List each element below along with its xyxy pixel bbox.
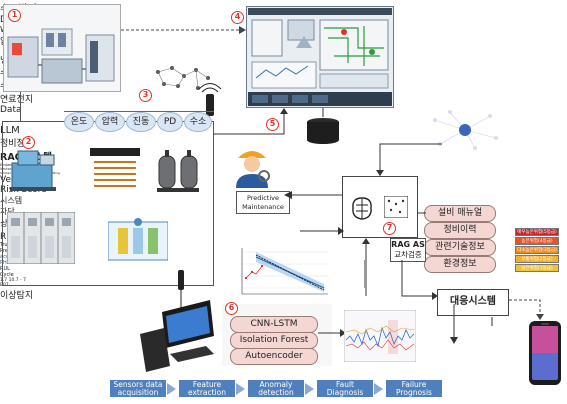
vector-db-history: 정비이력	[424, 222, 496, 239]
anomaly-label: 이상탐지	[0, 291, 34, 301]
vector-db-tech-info: 관련기술정보	[424, 239, 496, 256]
model-autoencoder: Autoencoder	[230, 348, 318, 365]
rag-to-pm-arrow	[284, 191, 344, 199]
pipeline-step-2: Feature extraction	[179, 380, 235, 397]
plant-to-frame-line	[20, 92, 21, 121]
engineer-icon	[236, 151, 270, 188]
pipeline-step-1-line1: Sensors data	[113, 379, 163, 389]
workstation-icon	[140, 270, 214, 372]
sensor-vibration: 진동	[126, 112, 156, 132]
pipeline-step-4-line2: Diagnosis	[326, 387, 364, 397]
sensor-hydrogen: 수소	[184, 112, 212, 132]
vector-store-icon	[384, 196, 408, 218]
sensor-pd: PD	[157, 112, 183, 132]
risk-level-5: 매우높은위험(5등급)	[515, 228, 559, 236]
vector-db-manual: 설비 매뉴얼	[424, 205, 496, 222]
equipment-fuel-cell: 연료전지	[0, 95, 34, 105]
rag-as-sub: 교차검증	[394, 250, 422, 259]
llm-label: LLM	[0, 125, 20, 136]
vector-store-label: Vector Store	[0, 167, 22, 171]
rul-to-rag-arrow	[300, 227, 344, 235]
model-cnn-lstm: CNN-LSTM	[230, 316, 318, 333]
rul-ylabel: RUL	[0, 266, 10, 272]
pipeline-arrow-2	[236, 383, 245, 395]
risk-level-2: 보통위험(2등급)	[515, 255, 559, 263]
cooler-icon	[90, 148, 140, 187]
rul-xlabel: Cycle	[0, 272, 14, 278]
rul-bound-label: 1.7 10.7 - 7	[0, 278, 26, 283]
risk-level-3: 다소높은위험(3등급)	[515, 246, 559, 254]
risk-score-stack: 매우높은위험(5등급) 높은위험(4등급) 다소높은위험(3등급) 보통위험(2…	[515, 228, 559, 273]
badge-2: 2	[22, 136, 35, 149]
pipeline-arrow-3	[305, 383, 314, 395]
pipeline-step-4: Fault Diagnosis	[317, 380, 373, 397]
badge-3: 3	[139, 89, 152, 102]
badge-7: 7	[383, 222, 396, 235]
pipeline-arrow-4	[374, 383, 383, 395]
predictive-line1: Predictive	[246, 194, 280, 202]
scada-diagram	[248, 8, 392, 106]
pipeline-step-5: Failure Prognosis	[386, 380, 442, 397]
db-label: DB	[0, 115, 15, 125]
sensor-pressure: 압력	[95, 112, 125, 132]
predictive-line2: Maintenance	[242, 203, 284, 211]
sensor-strip	[64, 111, 214, 112]
pipeline-step-4-line1: Fault	[336, 379, 354, 389]
rul-chart	[226, 244, 332, 302]
pipeline-step-3-line1: Anomaly	[259, 379, 293, 389]
model-isolation-forest: Isolation Forest	[230, 332, 318, 349]
rag-as-box: RAG AS 교차검증	[390, 238, 426, 262]
digital-twin-arrow	[121, 26, 246, 34]
rag-as-title: RAG AS	[391, 240, 425, 249]
pipeline-arrow-1	[167, 383, 176, 395]
rul-legend-true: True	[0, 242, 11, 248]
pipeline-step-1: Sensors data acquisition	[110, 380, 166, 397]
badge-4: 4	[231, 11, 244, 24]
response-connectors	[364, 260, 544, 330]
pipeline-step-2-line1: Feature	[192, 379, 222, 389]
db-cylinder	[307, 118, 339, 144]
pipeline-step-5-line2: Prognosis	[396, 387, 432, 397]
sensor-temperature: 온도	[64, 112, 94, 132]
vector-db-connector	[418, 212, 426, 214]
data-label: Data	[0, 105, 22, 115]
llm-network-icon	[433, 110, 498, 150]
fuel-cell-icon	[108, 218, 168, 261]
switchgear-icon	[7, 212, 75, 264]
rul-ph-label: PH	[0, 260, 7, 266]
system-block-line1: 시스템	[0, 196, 23, 205]
badge-6: 6	[225, 302, 238, 315]
pipeline-step-5-line1: Failure	[401, 379, 427, 389]
block-arrow	[450, 318, 458, 344]
badge-1: 1	[8, 9, 21, 22]
pipeline-step-3-line2: detection	[258, 387, 294, 397]
pipeline-step-3: Anomaly detection	[248, 380, 304, 397]
compressor-icon	[10, 150, 56, 191]
response-system-box: 대응시스템	[437, 289, 509, 316]
pipeline-step-1-line2: acquisition	[117, 387, 159, 397]
embedding-brain-icon	[352, 197, 372, 220]
response-system-label: 대응시스템	[450, 296, 496, 307]
anomaly-plot	[344, 310, 416, 362]
risk-level-1: 낮은위험(1등급)	[515, 264, 559, 272]
anomaly-to-rag-arrow	[362, 238, 370, 296]
hydrogen-tank-icon	[157, 150, 199, 192]
data-arrow	[214, 108, 288, 135]
vector-db-env-info: 환경정보	[424, 256, 496, 273]
pipeline-step-2-line2: extraction	[187, 387, 227, 397]
risk-level-4: 높은위험(4등급)	[515, 237, 559, 245]
wsn-network	[156, 66, 222, 116]
predictive-maintenance-box: Predictive Maintenance	[236, 191, 290, 214]
plant-illustration	[7, 28, 115, 84]
llm-rag-connector	[376, 143, 442, 176]
badge-5: 5	[266, 118, 279, 131]
models-to-anomaly-arrow	[318, 329, 346, 337]
maintenance-info-label: 정비정보	[0, 139, 34, 149]
smartphone-icon	[529, 321, 561, 385]
screen-to-db-arrow	[322, 108, 324, 117]
